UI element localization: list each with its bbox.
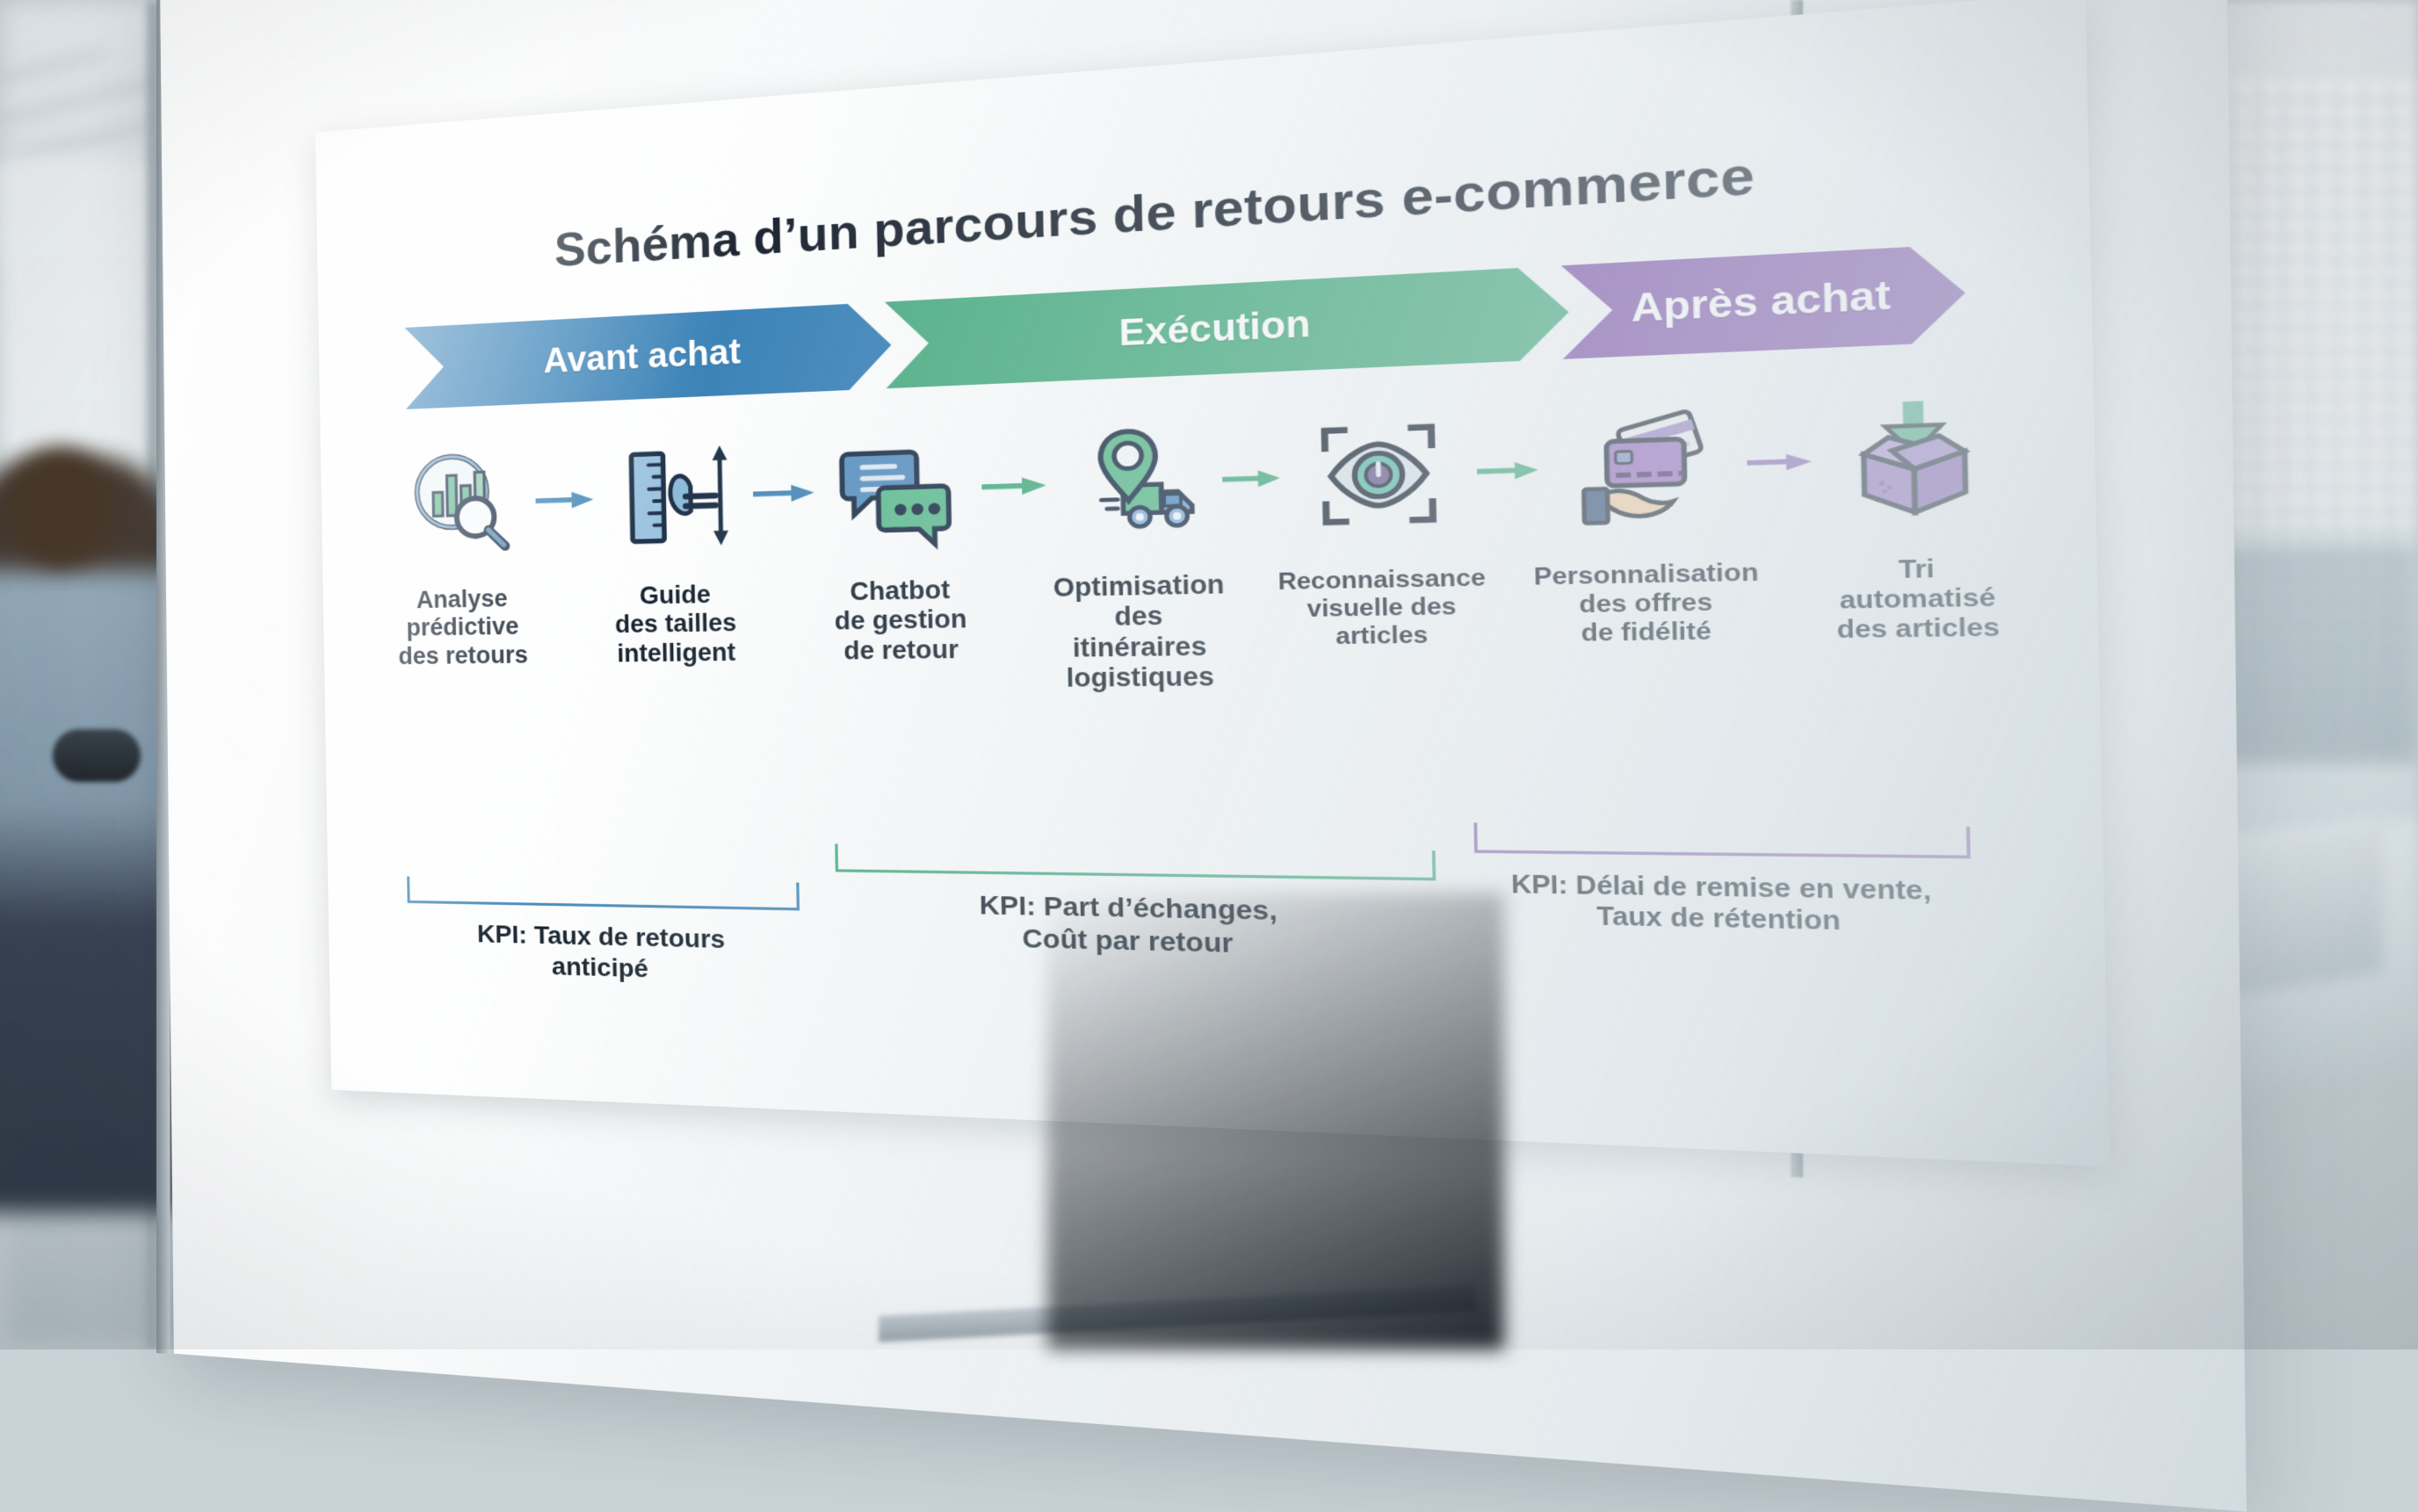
kpi-text-apres-achat: KPI: Délai de remise en vente, Taux de r… bbox=[1474, 869, 1972, 939]
whiteboard-knob-left bbox=[53, 729, 141, 782]
kpi-text-execution: KPI: Part d’échanges, Coût par retour bbox=[836, 887, 1437, 965]
diagram-poster: Schéma d’un parcours de retours e-commer… bbox=[315, 0, 2110, 1167]
kpi-text-avant-achat: KPI: Taux de retours anticipé bbox=[408, 917, 801, 988]
kpi-group-apres-achat: KPI: Délai de remise en vente, Taux de r… bbox=[1473, 819, 1972, 939]
kpi-group-avant-achat: KPI: Taux de retours anticipé bbox=[407, 873, 801, 988]
person-walking-left-head bbox=[9, 448, 114, 567]
kpi-section: KPI: Taux de retours anticipé KPI: Part … bbox=[315, 0, 2110, 1167]
kpi-bracket-avant-achat bbox=[407, 873, 800, 911]
kpi-bracket-apres-achat bbox=[1473, 819, 1971, 858]
kpi-group-execution: KPI: Part d’échanges, Coût par retour bbox=[835, 840, 1437, 964]
diagram-poster-wrapper: Schéma d’un parcours de retours e-commer… bbox=[315, 0, 2110, 1167]
person-walking-left bbox=[0, 457, 176, 1212]
kpi-bracket-execution bbox=[835, 840, 1436, 880]
